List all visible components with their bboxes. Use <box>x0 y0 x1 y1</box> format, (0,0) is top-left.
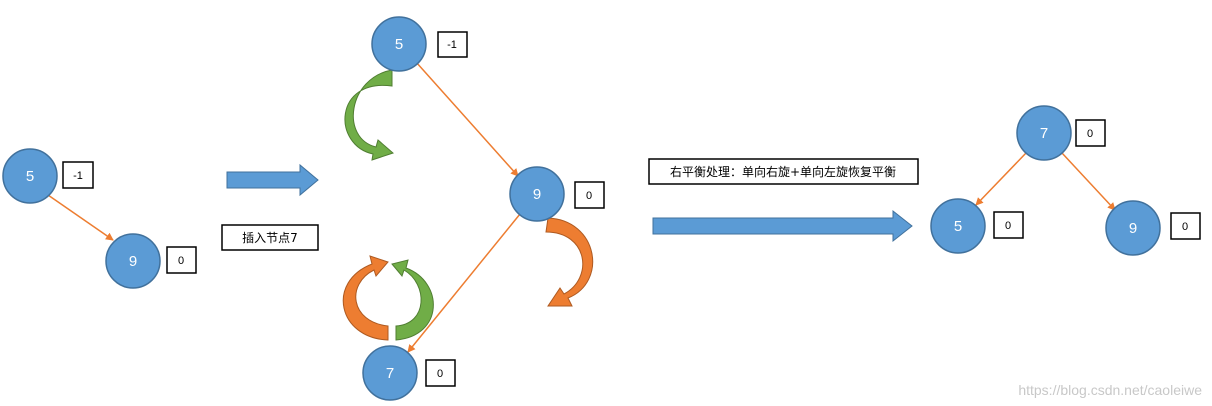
transition-arrow-2 <box>652 209 913 243</box>
insert-label-text: 插入节点7 <box>242 231 298 245</box>
node-5-stage1: 5 <box>2 148 58 204</box>
node-value: 9 <box>1129 220 1137 237</box>
rotation-curve-arrow-orange-right <box>545 217 594 307</box>
balance-factor-value: 0 <box>1087 128 1093 140</box>
rebalance-label: 右平衡处理：单向右旋+单向左旋恢复平衡 <box>648 158 919 185</box>
node-value: 9 <box>129 253 137 270</box>
watermark: https://blog.csdn.net/caoleiwe <box>1018 382 1202 398</box>
node-9-stage2: 9 <box>509 166 565 222</box>
edge-9-7-stage2 <box>407 213 521 353</box>
node-7-stage3: 7 <box>1016 105 1072 161</box>
balance-factor-value: -1 <box>447 39 457 51</box>
balance-factor-9-stage1: 0 <box>166 246 197 274</box>
rotation-curve-arrow-green-bottom <box>391 259 434 341</box>
rotation-curve-arrow-green-top <box>344 69 394 161</box>
balance-factor-5-stage2: -1 <box>437 31 468 58</box>
edge-7-5-stage3 <box>975 152 1027 206</box>
node-5-stage3: 5 <box>930 198 986 254</box>
node-9-stage1: 9 <box>105 233 161 289</box>
node-value: 5 <box>26 168 34 185</box>
edge-5-9-stage1 <box>47 194 114 241</box>
node-value: 7 <box>1040 125 1048 142</box>
node-9-stage3: 9 <box>1105 200 1161 256</box>
balance-factor-value: 0 <box>586 190 592 202</box>
balance-factor-9-stage2: 0 <box>574 181 605 209</box>
balance-factor-9-stage3: 0 <box>1170 212 1201 240</box>
node-value: 5 <box>395 36 403 53</box>
node-value: 9 <box>533 186 541 203</box>
node-value: 7 <box>386 365 394 382</box>
insert-node-label: 插入节点7 <box>221 224 319 251</box>
balance-factor-value: 0 <box>178 255 184 267</box>
node-5-stage2: 5 <box>371 16 427 72</box>
rebalance-label-text: 右平衡处理：单向右旋+单向左旋恢复平衡 <box>670 164 896 179</box>
node-7-stage2: 7 <box>362 345 418 401</box>
balance-factor-value: 0 <box>1182 221 1188 233</box>
balance-factor-5-stage3: 0 <box>993 211 1024 239</box>
edge-5-9-stage2 <box>415 61 519 177</box>
rotation-curve-arrow-orange-bottom <box>342 255 389 341</box>
transition-arrow-1 <box>226 163 319 197</box>
edge-7-9-stage3 <box>1061 152 1116 211</box>
balance-factor-value: 0 <box>437 368 443 380</box>
balance-factor-7-stage2: 0 <box>425 359 456 387</box>
balance-factor-5-stage1: -1 <box>62 161 94 189</box>
balance-factor-value: 0 <box>1005 220 1011 232</box>
balance-factor-7-stage3: 0 <box>1075 119 1106 147</box>
node-value: 5 <box>954 218 962 235</box>
balance-factor-value: -1 <box>73 170 83 182</box>
